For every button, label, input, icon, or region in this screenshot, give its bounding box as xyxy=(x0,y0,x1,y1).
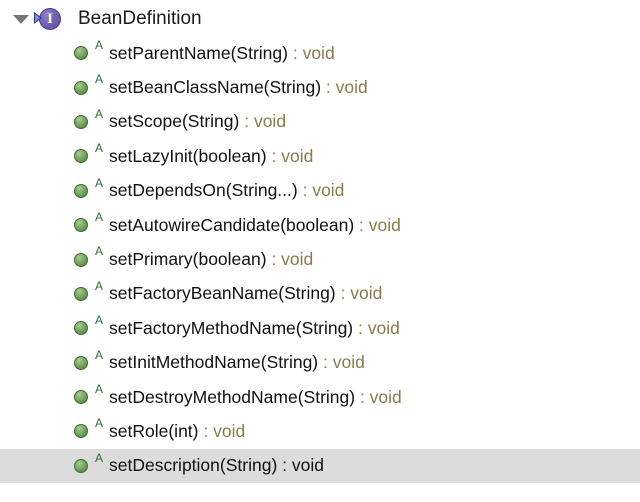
method-icon xyxy=(74,424,88,439)
member-return-type: void xyxy=(312,180,345,201)
member-name: setScope(String) xyxy=(109,111,240,132)
member-return-type: void xyxy=(291,455,324,476)
member-separator: : xyxy=(266,145,282,166)
method-icon xyxy=(74,355,88,370)
method-icon xyxy=(74,183,88,198)
member-signature: setDependsOn(String...) : void xyxy=(109,180,344,201)
member-signature: setInitMethodName(String) : void xyxy=(109,352,365,373)
member-signature: setBeanClassName(String) : void xyxy=(109,77,368,98)
member-return-type: void xyxy=(281,145,314,166)
abstract-marker-icon: A xyxy=(95,347,104,362)
member-name: setLazyInit(boolean) xyxy=(109,145,267,166)
member-separator: : xyxy=(287,42,303,63)
abstract-marker-icon: A xyxy=(95,244,104,259)
abstract-marker-icon: A xyxy=(95,416,104,431)
member-separator: : xyxy=(353,317,368,338)
member-signature: setDescription(String) : void xyxy=(109,455,324,476)
member-signature: setRole(int) : void xyxy=(109,421,245,442)
triangle-down-icon[interactable] xyxy=(12,9,32,29)
interface-icon-chevron-inner xyxy=(35,14,40,22)
tree-root-node[interactable]: I BeanDefinition xyxy=(0,0,640,38)
member-separator: : xyxy=(277,455,292,476)
method-icon xyxy=(74,390,88,405)
member-signature: setScope(String) : void xyxy=(109,111,286,132)
abstract-marker-icon: A xyxy=(95,450,104,465)
member-separator: : xyxy=(198,420,214,441)
abstract-marker-icon: A xyxy=(95,38,104,52)
member-name: setAutowireCandidate(boolean) xyxy=(109,214,355,235)
member-return-type: void xyxy=(369,386,402,407)
member-return-type: void xyxy=(368,214,401,235)
method-icon xyxy=(74,46,88,61)
method-icon xyxy=(74,286,88,301)
member-separator: : xyxy=(321,77,336,98)
root-node-label: BeanDefinition xyxy=(78,8,202,29)
member-name: setInitMethodName(String) xyxy=(109,352,319,373)
member-separator: : xyxy=(354,214,369,235)
method-icon xyxy=(74,114,88,129)
member-signature: setLazyInit(boolean) : void xyxy=(109,146,313,167)
member-return-type: void xyxy=(332,352,365,373)
member-separator: : xyxy=(297,180,313,201)
member-signature: setFactoryMethodName(String) : void xyxy=(109,318,400,339)
member-return-type: void xyxy=(281,249,314,270)
member-signature: setParentName(String) : void xyxy=(109,43,335,64)
member-name: setParentName(String) xyxy=(109,42,288,63)
member-name: setFactoryMethodName(String) xyxy=(109,317,354,338)
member-signature: setPrimary(boolean) : void xyxy=(109,249,313,270)
abstract-marker-icon: A xyxy=(95,313,104,328)
member-return-type: void xyxy=(350,283,383,304)
abstract-marker-icon: A xyxy=(95,106,104,121)
member-signature: setDestroyMethodName(String) : void xyxy=(109,387,402,408)
abstract-marker-icon: A xyxy=(95,72,104,87)
member-separator: : xyxy=(266,249,282,270)
member-name: setRole(int) xyxy=(109,420,199,441)
method-icon xyxy=(74,149,88,164)
method-icon xyxy=(74,218,88,233)
member-name: setDependsOn(String...) xyxy=(109,180,298,201)
member-name: setPrimary(boolean) xyxy=(109,249,267,270)
member-separator: : xyxy=(239,111,254,132)
member-name: setFactoryBeanName(String) xyxy=(109,283,336,304)
interface-icon: I xyxy=(34,6,61,32)
method-icon xyxy=(74,458,88,473)
abstract-marker-icon: A xyxy=(95,209,104,224)
method-icon xyxy=(74,252,88,267)
member-signature: setAutowireCandidate(boolean) : void xyxy=(109,215,401,236)
member-name: setDestroyMethodName(String) xyxy=(109,386,356,407)
member-separator: : xyxy=(355,386,370,407)
member-return-type: void xyxy=(302,42,335,63)
abstract-marker-icon: A xyxy=(95,141,104,156)
method-icon xyxy=(74,321,88,336)
member-name: setDescription(String) xyxy=(109,455,278,476)
abstract-marker-icon: A xyxy=(95,381,104,396)
member-return-type: void xyxy=(367,317,400,338)
abstract-marker-icon: A xyxy=(95,175,104,190)
member-return-type: void xyxy=(253,111,287,132)
abstract-marker-icon: A xyxy=(95,278,104,293)
member-return-type: void xyxy=(213,420,246,441)
member-separator: : xyxy=(318,352,333,373)
member-name: setBeanClassName(String) xyxy=(109,77,322,98)
method-icon xyxy=(74,80,88,95)
member-return-type: void xyxy=(335,77,368,98)
member-separator: : xyxy=(335,283,351,304)
interface-icon-glyph: I xyxy=(47,11,53,27)
member-signature: setFactoryBeanName(String) : void xyxy=(109,283,382,304)
